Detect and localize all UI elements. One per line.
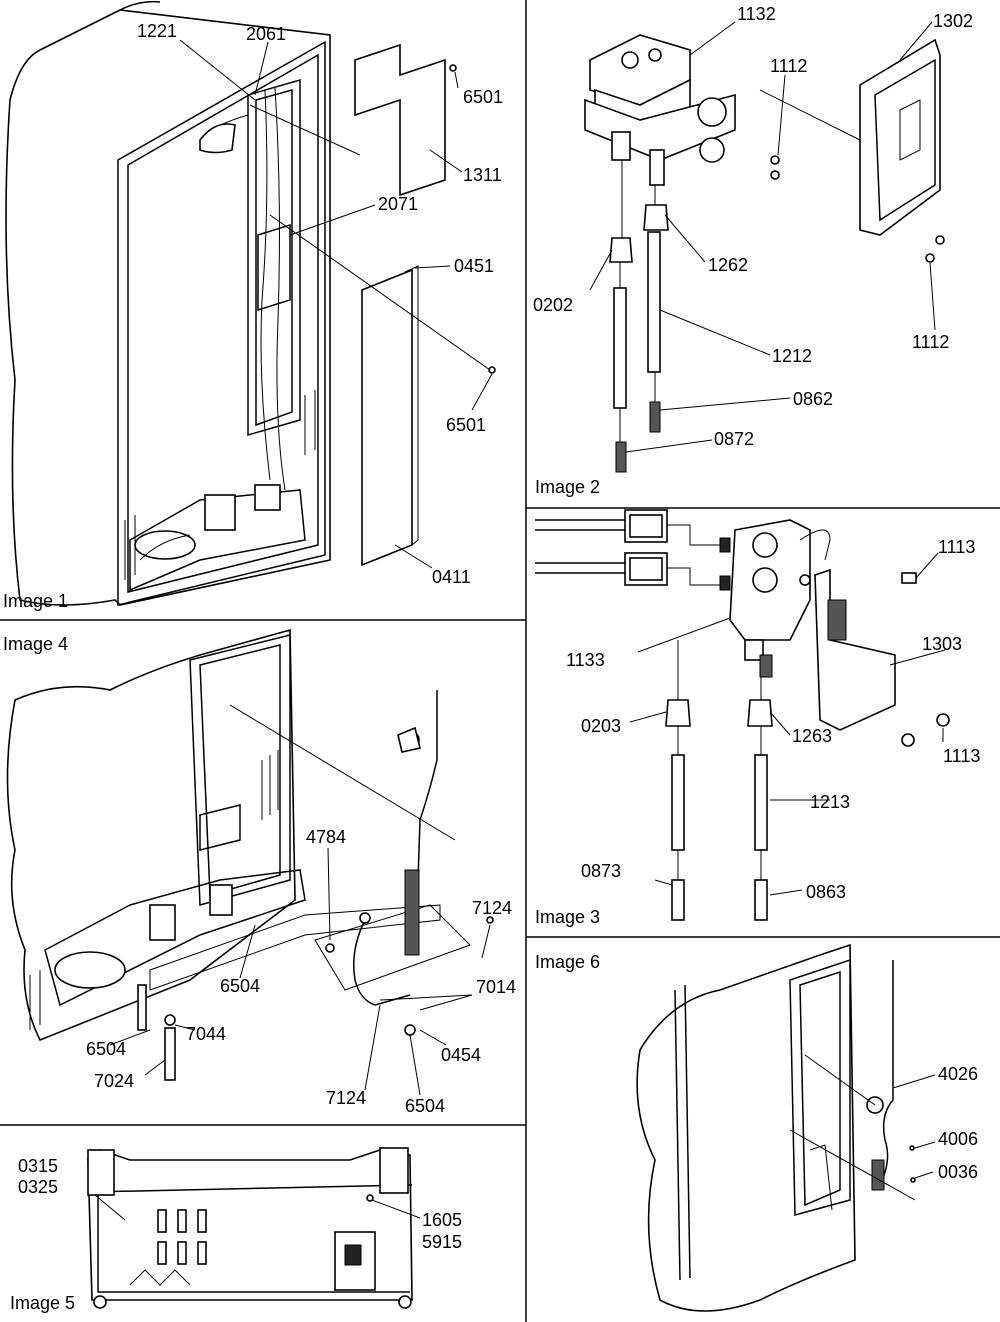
- part-1311-panel: [354, 43, 446, 197]
- callout-0873: 0873: [581, 861, 621, 881]
- callout-0202: 0202: [533, 295, 573, 315]
- panel-title: Image 5: [10, 1293, 75, 1313]
- callout-0036: 0036: [938, 1162, 978, 1182]
- callout-4784: 4784: [306, 827, 346, 847]
- part-1213-tube: [754, 754, 768, 851]
- part-0863-insert: [754, 879, 768, 921]
- callout-1213: 1213: [810, 792, 850, 812]
- panel-title: Image 1: [3, 591, 68, 611]
- callout-1132: 1132: [737, 4, 776, 24]
- callout-1221: 1221: [137, 21, 177, 41]
- cabinet-lower: [6, 628, 296, 1042]
- part-0872-insert: [615, 441, 627, 473]
- callout-7044: 7044: [186, 1024, 226, 1044]
- callout-1133: 1133: [566, 650, 605, 670]
- callout-0411: 0411: [432, 567, 471, 587]
- callout-6501: 6501: [446, 415, 486, 435]
- part-7024-bracket: [164, 1027, 176, 1081]
- callout-1302: 1302: [933, 11, 973, 31]
- panel-image-4: Image 4 4784 7124 6504 7014 6504 7044 04…: [3, 628, 516, 1116]
- callout-0862: 0862: [793, 389, 833, 409]
- callout-1303: 1303: [922, 634, 962, 654]
- part-0036-connector: [871, 1159, 885, 1191]
- callout-7014: 7014: [476, 977, 516, 997]
- callout-1212: 1212: [772, 346, 812, 366]
- panel-image-1: Image 1 1221 2061 6501 1311 2071 0451 65…: [3, 0, 503, 611]
- callout-4006: 4006: [938, 1129, 978, 1149]
- callout-7124: 7124: [472, 898, 512, 918]
- callout-0454: 0454: [441, 1045, 481, 1065]
- callout-2071: 2071: [378, 194, 418, 214]
- cabinet-side: [636, 943, 856, 1312]
- callout-0863: 0863: [806, 882, 846, 902]
- panel-title: Image 2: [535, 477, 600, 497]
- part-1262-fitting: [643, 204, 669, 231]
- panel-title: Image 6: [535, 952, 600, 972]
- part-1212-tube: [647, 231, 661, 373]
- callout-6504: 6504: [405, 1096, 445, 1116]
- callout-6501: 6501: [463, 87, 503, 107]
- callout-0325: 0325: [18, 1177, 58, 1197]
- callout-2061: 2061: [246, 24, 286, 44]
- callout-7024: 7024: [94, 1071, 134, 1091]
- callout-1262: 1262: [708, 255, 748, 275]
- callout-6504: 6504: [220, 976, 260, 996]
- cabinet-back: [5, 9, 331, 606]
- callout-0203: 0203: [581, 716, 621, 736]
- part-1263-fitting: [747, 699, 773, 727]
- callout-7124: 7124: [326, 1088, 366, 1108]
- part-0873-insert: [671, 879, 685, 921]
- callout-1112: 1112: [770, 56, 807, 76]
- panel-image-2: Image 2 1132 1302 1112 1262 0202 1212 11…: [533, 4, 973, 497]
- callout-1263: 1263: [792, 726, 832, 746]
- part-0411-cover: [361, 268, 413, 567]
- callout-0315: 0315: [18, 1156, 58, 1176]
- callout-1113: 1113: [943, 746, 980, 766]
- panel-image-5: Image 5 0315 0325 1605 5915: [10, 1147, 462, 1313]
- panel-title: Image 3: [535, 907, 600, 927]
- panel-title: Image 4: [3, 634, 68, 654]
- callout-1112: 1112: [912, 332, 949, 352]
- callout-0451: 0451: [454, 256, 494, 276]
- callout-1311: 1311: [463, 165, 502, 185]
- part-0862-insert: [649, 401, 661, 433]
- panel-image-3: Image 3 1113 1133 1303 0203 1263 1113 12…: [535, 509, 980, 927]
- part-0203-fitting: [665, 699, 691, 727]
- wire-harness: [404, 869, 420, 956]
- callout-5915: 5915: [422, 1232, 462, 1252]
- panel-image-6: Image 6 4026 4006 0036: [535, 943, 978, 1312]
- callout-1605: 1605: [422, 1210, 462, 1230]
- part-1303-bracket: [814, 568, 896, 731]
- callout-4026: 4026: [938, 1064, 978, 1084]
- callout-1113: 1113: [938, 537, 975, 557]
- callout-0872: 0872: [714, 429, 754, 449]
- part-0202-fitting: [609, 237, 633, 263]
- callout-6504: 6504: [86, 1039, 126, 1059]
